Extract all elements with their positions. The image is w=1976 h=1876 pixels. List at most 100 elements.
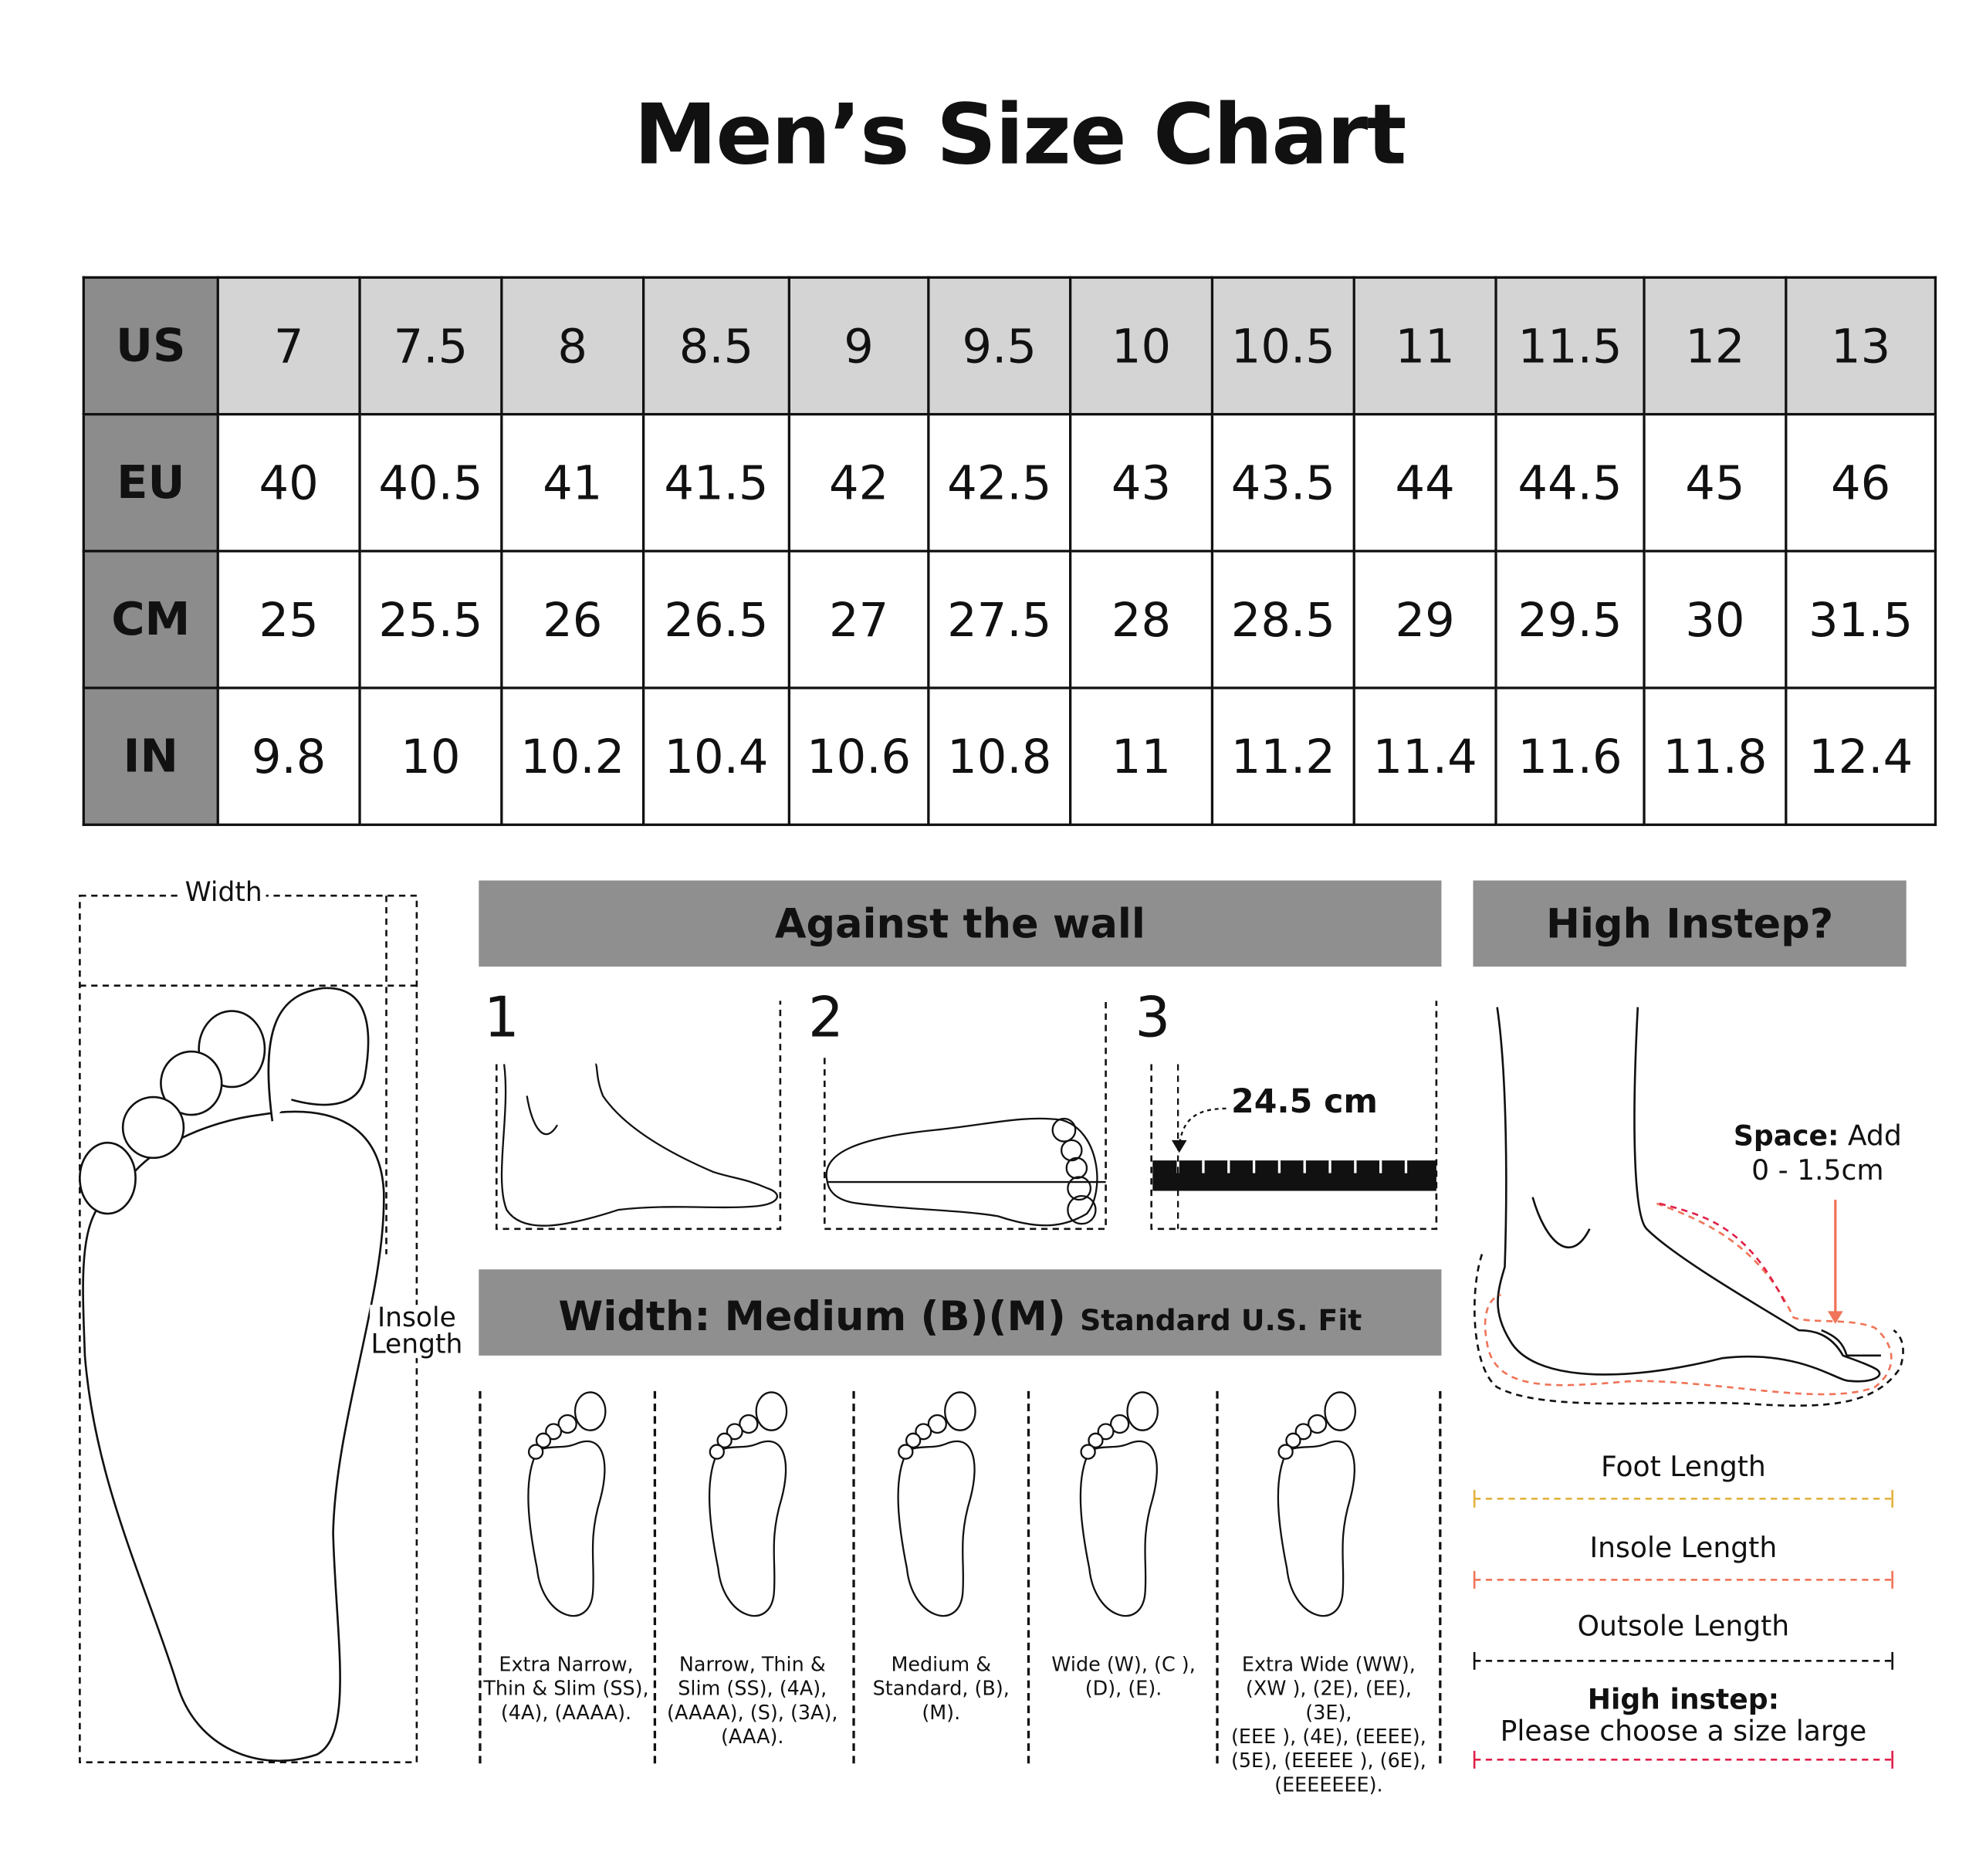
space-range: 0 - 1.5cm bbox=[1751, 1155, 1884, 1187]
width-label: Width bbox=[181, 876, 266, 907]
insole-label-line2: Length bbox=[370, 1329, 463, 1360]
width-wide-label: Wide (W), (C ), (D), (E). bbox=[1051, 1653, 1196, 1701]
size-cell: 29 bbox=[1352, 550, 1497, 689]
size-cell: 11 bbox=[1352, 276, 1497, 416]
size-cell: 29.5 bbox=[1494, 550, 1646, 689]
high-instep-note-text: Please choose a size large bbox=[1500, 1716, 1867, 1749]
size-cell: 8 bbox=[500, 276, 645, 416]
foot-narrow-icon bbox=[708, 1391, 788, 1617]
row-header: US bbox=[82, 276, 219, 416]
size-cell: 10.4 bbox=[641, 686, 790, 826]
row-header: CM bbox=[82, 550, 219, 689]
width-medium-label: Medium & Standard, (B), (M). bbox=[872, 1653, 1010, 1725]
size-cell: 7.5 bbox=[358, 276, 503, 416]
legend-insole-length-label: Insole Length bbox=[1589, 1532, 1778, 1565]
size-cell: 10 bbox=[1069, 276, 1214, 416]
size-cell: 43 bbox=[1069, 412, 1214, 553]
size-cell: 42 bbox=[787, 412, 930, 553]
size-cell: 10.5 bbox=[1210, 276, 1355, 416]
wall-steps-illustration bbox=[495, 1001, 1438, 1231]
high-instep-note-title: High instep: bbox=[1587, 1685, 1780, 1717]
foot-sole-diagram bbox=[79, 894, 418, 1763]
size-cell: 9.5 bbox=[927, 276, 1072, 416]
size-cell: 40 bbox=[216, 412, 361, 553]
row-header: IN bbox=[82, 686, 219, 826]
high-instep-foot-illustration bbox=[1474, 1007, 1904, 1407]
foot-wide-icon bbox=[1079, 1391, 1159, 1617]
foot-sole-icon bbox=[79, 987, 385, 1762]
size-cell: 10.6 bbox=[787, 686, 930, 826]
legend-foot-length-label: Foot Length bbox=[1600, 1451, 1766, 1484]
width-extra-narrow-label: Extra Narrow, Thin & Slim (SS), (4A), (A… bbox=[483, 1653, 649, 1725]
size-cell: 26 bbox=[500, 550, 645, 689]
width-subtitle: Standard U.S. Fit bbox=[1080, 1305, 1362, 1338]
size-cell: 9.8 bbox=[216, 686, 361, 826]
size-cell: 13 bbox=[1785, 276, 1937, 416]
foot-length-line bbox=[1473, 1489, 1893, 1508]
foot-medium-icon bbox=[897, 1391, 976, 1617]
size-cell: 45 bbox=[1643, 412, 1788, 553]
against-wall-header: Against the wall bbox=[479, 880, 1442, 967]
size-cell: 41.5 bbox=[641, 412, 790, 553]
size-cell: 27.5 bbox=[927, 550, 1072, 689]
foot-top-icon bbox=[825, 1117, 1106, 1227]
step-1-number: 1 bbox=[483, 985, 519, 1051]
foot-side-icon bbox=[500, 1063, 778, 1227]
size-cell: 44.5 bbox=[1494, 412, 1646, 553]
size-cell: 11.2 bbox=[1210, 686, 1355, 826]
size-cell: 11.6 bbox=[1494, 686, 1646, 826]
size-cell: 25.5 bbox=[358, 550, 503, 689]
size-cell: 26.5 bbox=[641, 550, 790, 689]
width-title: Width: Medium (B)(M) bbox=[558, 1292, 1066, 1341]
step-2-number: 2 bbox=[807, 985, 844, 1051]
size-cell: 42.5 bbox=[927, 412, 1072, 553]
size-cell: 11.5 bbox=[1494, 276, 1646, 416]
ruler-icon bbox=[1152, 1064, 1436, 1229]
width-header: Width: Medium (B)(M) Standard U.S. Fit bbox=[479, 1269, 1442, 1356]
step-3-number: 3 bbox=[1135, 985, 1171, 1051]
foot-extra-narrow-icon bbox=[527, 1391, 607, 1617]
legend-lines bbox=[1473, 1489, 1893, 1769]
legend-outsole-length-label: Outsole Length bbox=[1577, 1611, 1790, 1644]
size-cell: 11 bbox=[1069, 686, 1214, 826]
high-instep-line bbox=[1473, 1750, 1893, 1769]
size-cell: 46 bbox=[1785, 412, 1937, 553]
size-cell: 11.4 bbox=[1352, 686, 1497, 826]
size-cell: 12.4 bbox=[1785, 686, 1937, 826]
width-extra-wide-label: Extra Wide (WW), (XW ), (2E), (EE), (3E)… bbox=[1230, 1653, 1426, 1796]
space-label-text: Add bbox=[1839, 1121, 1902, 1153]
size-cell: 10 bbox=[358, 686, 503, 826]
insole-length-line bbox=[1473, 1570, 1893, 1589]
size-cell: 27 bbox=[787, 550, 930, 689]
page-title: Men’s Size Chart bbox=[634, 86, 1406, 184]
size-cell: 10.2 bbox=[500, 686, 645, 826]
size-cell: 7 bbox=[216, 276, 361, 416]
outsole-length-line bbox=[1473, 1651, 1893, 1670]
width-narrow-label: Narrow, Thin & Slim (SS), (4A), (AAAA), … bbox=[667, 1653, 838, 1749]
measurement-label: 24.5 cm bbox=[1231, 1083, 1378, 1122]
size-cell: 25 bbox=[216, 550, 361, 689]
size-cell: 12 bbox=[1643, 276, 1788, 416]
size-cell: 30 bbox=[1643, 550, 1788, 689]
row-header: EU bbox=[82, 412, 219, 553]
size-cell: 10.8 bbox=[927, 686, 1072, 826]
size-cell: 28.5 bbox=[1210, 550, 1355, 689]
size-cell: 40.5 bbox=[358, 412, 503, 553]
size-cell: 41 bbox=[500, 412, 645, 553]
size-cell: 9 bbox=[787, 276, 930, 416]
high-instep-header: High Instep? bbox=[1473, 880, 1907, 967]
foot-extra-wide-icon bbox=[1277, 1391, 1357, 1617]
space-label-bold: Space: bbox=[1733, 1121, 1839, 1153]
size-cell: 31.5 bbox=[1785, 550, 1937, 689]
size-cell: 43.5 bbox=[1210, 412, 1355, 553]
size-cell: 44 bbox=[1352, 412, 1497, 553]
size-cell: 11.8 bbox=[1643, 686, 1788, 826]
size-cell: 8.5 bbox=[641, 276, 790, 416]
insole-label-line1: Insole bbox=[377, 1302, 456, 1333]
